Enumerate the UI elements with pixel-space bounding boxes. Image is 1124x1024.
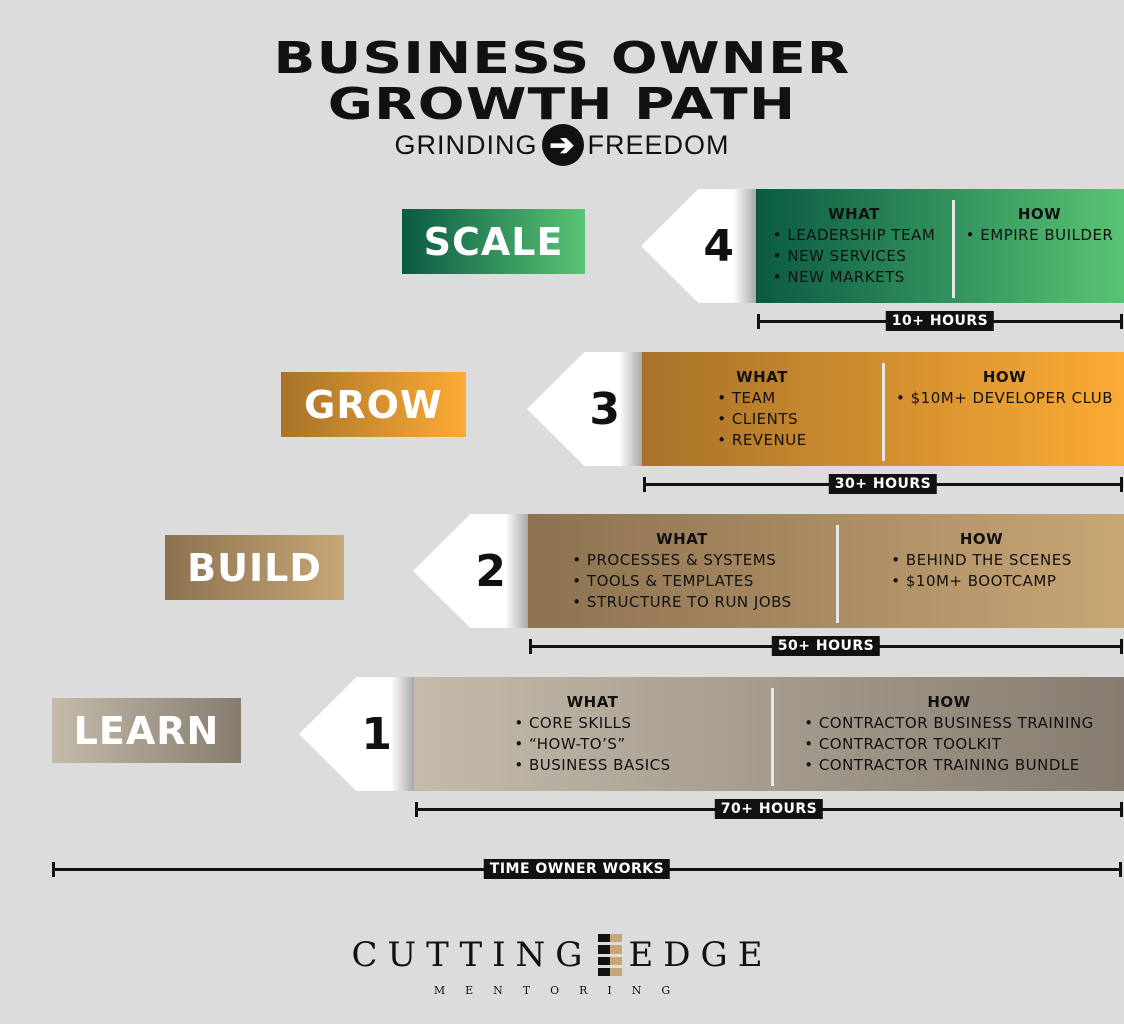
how-column: HOW $10M+ DEVELOPER CLUB bbox=[885, 368, 1124, 409]
hours-label: 10+ HOURS bbox=[885, 311, 995, 331]
column-divider bbox=[952, 200, 955, 298]
stage-label: BUILD bbox=[187, 545, 322, 590]
column-divider bbox=[882, 363, 885, 461]
what-item: CLIENTS bbox=[717, 409, 806, 430]
what-item: TOOLS & TEMPLATES bbox=[572, 571, 791, 592]
how-column: HOWCONTRACTOR BUSINESS TRAININGCONTRACTO… bbox=[774, 693, 1124, 776]
title-line-2: GROWTH PATH bbox=[327, 79, 797, 130]
what-column: WHAT CORE SKILLS“HOW-TO’S”BUSINESS BASICS bbox=[414, 693, 771, 776]
title-line-1: BUSINESS OWNER bbox=[273, 33, 851, 84]
time-owner-works-label: TIME OWNER WORKS bbox=[483, 859, 671, 879]
how-item: CONTRACTOR BUSINESS TRAINING bbox=[804, 713, 1094, 734]
what-item: LEADERSHIP TEAM bbox=[773, 225, 936, 246]
what-item: BUSINESS BASICS bbox=[514, 755, 670, 776]
stage-number: 2 bbox=[475, 545, 506, 597]
logo: CUTTING EDGE bbox=[0, 934, 1124, 976]
what-item: CORE SKILLS bbox=[514, 713, 670, 734]
time-owner-works-bar: TIME OWNER WORKS bbox=[52, 859, 1122, 879]
how-item: $10M+ DEVELOPER CLUB bbox=[896, 388, 1113, 409]
logo-text-left: CUTTING bbox=[351, 935, 593, 975]
stage-label-box: SCALE bbox=[402, 209, 585, 274]
how-heading: HOW bbox=[1017, 205, 1062, 223]
stage-number: 1 bbox=[361, 708, 392, 760]
column-divider bbox=[771, 688, 774, 786]
hours-bar: 30+ HOURS bbox=[643, 474, 1123, 494]
arrow-right-circle-icon: ➔ bbox=[541, 124, 584, 166]
subtitle-left: GRINDING bbox=[394, 129, 538, 160]
stage-arrow: 2 bbox=[413, 514, 528, 628]
what-item: NEW SERVICES bbox=[773, 246, 936, 267]
how-heading: HOW bbox=[927, 693, 971, 711]
stage-arrow: 4 bbox=[641, 189, 756, 303]
how-heading: HOW bbox=[959, 530, 1004, 548]
what-column: WHAT LEADERSHIP TEAMNEW SERVICESNEW MARKE… bbox=[756, 205, 952, 288]
stage-label-box: GROW bbox=[281, 372, 466, 437]
building-icon bbox=[598, 934, 623, 976]
logo-text-right: EDGE bbox=[628, 935, 773, 975]
hours-label: 30+ HOURS bbox=[828, 474, 938, 494]
stage-panel: WHAT PROCESSES & SYSTEMSTOOLS & TEMPLATES… bbox=[528, 514, 1124, 628]
stage-number: 4 bbox=[703, 220, 734, 272]
subtitle: GRINDING ➔ FREEDOM bbox=[0, 124, 1124, 166]
what-item: REVENUE bbox=[717, 430, 806, 451]
subtitle-right: FREEDOM bbox=[587, 129, 730, 160]
how-column: HOW BEHIND THE SCENES$10M+ BOOTCAMP bbox=[839, 530, 1124, 592]
stage-panel: WHAT CORE SKILLS“HOW-TO’S”BUSINESS BASICS… bbox=[414, 677, 1124, 791]
how-item: CONTRACTOR TOOLKIT bbox=[804, 734, 1094, 755]
what-item: STRUCTURE TO RUN JOBS bbox=[572, 592, 791, 613]
stage-label-box: LEARN bbox=[52, 698, 241, 763]
what-item: PROCESSES & SYSTEMS bbox=[572, 550, 791, 571]
stage-arrow: 1 bbox=[299, 677, 414, 791]
stage-panel: WHAT TEAMCLIENTSREVENUE HOW $10M+ DEVELOPE… bbox=[642, 352, 1124, 466]
stage-number: 3 bbox=[589, 383, 620, 435]
stage-label: LEARN bbox=[73, 708, 220, 753]
stage-label-box: BUILD bbox=[165, 535, 344, 600]
what-heading: WHAT bbox=[566, 693, 619, 711]
stage-panel: WHAT LEADERSHIP TEAMNEW SERVICESNEW MARKE… bbox=[756, 189, 1124, 303]
how-item: CONTRACTOR TRAINING BUNDLE bbox=[804, 755, 1094, 776]
stage-label: SCALE bbox=[423, 219, 564, 264]
how-column: HOW EMPIRE BUILDER bbox=[955, 205, 1124, 246]
hours-bar: 70+ HOURS bbox=[415, 799, 1123, 819]
hours-bar: 50+ HOURS bbox=[529, 636, 1123, 656]
stage-label: GROW bbox=[304, 382, 443, 427]
column-divider bbox=[836, 525, 839, 623]
hours-label: 70+ HOURS bbox=[714, 799, 824, 819]
how-item: EMPIRE BUILDER bbox=[966, 225, 1114, 246]
what-column: WHAT TEAMCLIENTSREVENUE bbox=[642, 368, 882, 451]
hours-bar: 10+ HOURS bbox=[757, 311, 1123, 331]
how-item: $10M+ BOOTCAMP bbox=[891, 571, 1072, 592]
what-item: TEAM bbox=[717, 388, 806, 409]
hours-label: 50+ HOURS bbox=[771, 636, 881, 656]
stage-arrow: 3 bbox=[527, 352, 642, 466]
what-item: NEW MARKETS bbox=[773, 267, 936, 288]
what-column: WHAT PROCESSES & SYSTEMSTOOLS & TEMPLATES… bbox=[528, 530, 836, 613]
what-heading: WHAT bbox=[828, 205, 880, 223]
how-heading: HOW bbox=[982, 368, 1027, 386]
how-item: BEHIND THE SCENES bbox=[891, 550, 1072, 571]
what-heading: WHAT bbox=[656, 530, 708, 548]
what-heading: WHAT bbox=[736, 368, 788, 386]
what-item: “HOW-TO’S” bbox=[514, 734, 670, 755]
logo-subtext: MENTORING bbox=[433, 984, 691, 997]
